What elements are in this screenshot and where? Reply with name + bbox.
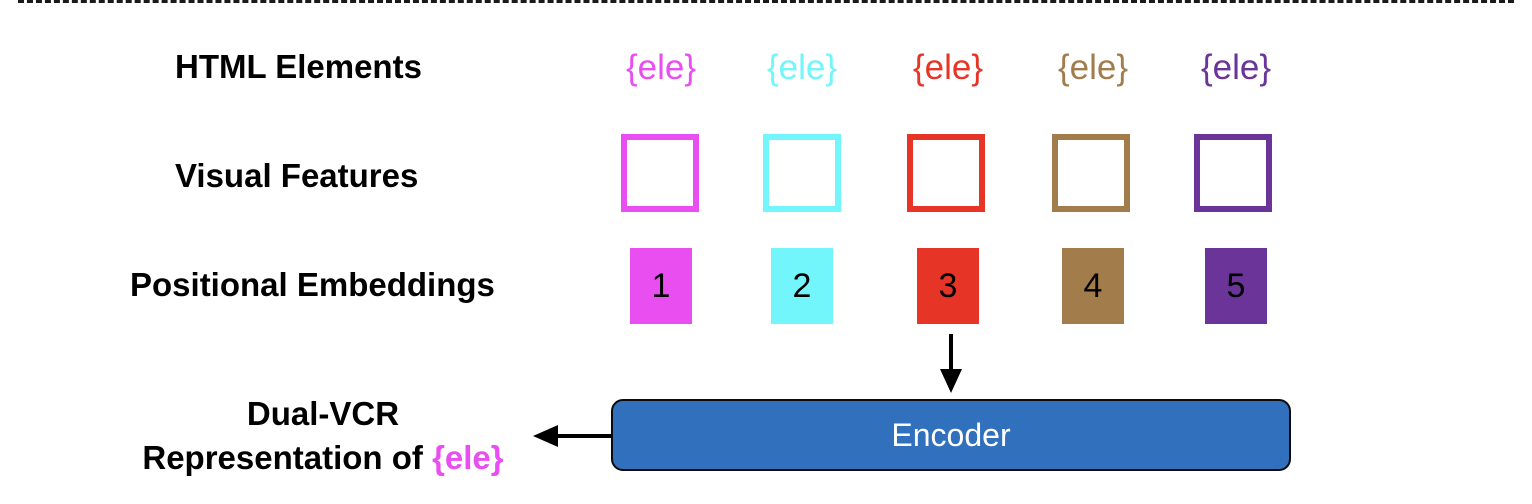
positional-embedding-3: 3	[917, 248, 979, 324]
visual-feature-box-2	[763, 134, 841, 212]
html-element-token-4: {ele}	[1057, 48, 1129, 87]
positional-embedding-1: 1	[630, 248, 692, 324]
output-representation-label: Dual-VCR Representation of {ele}	[118, 392, 528, 480]
visual-feature-box-5	[1194, 134, 1272, 212]
output-label-line1: Dual-VCR	[246, 395, 400, 432]
html-element-token-2: {ele}	[766, 48, 838, 87]
encoder-output-arrow	[533, 425, 611, 447]
embedding-to-encoder-arrow	[940, 334, 962, 393]
positional-embedding-5: 5	[1205, 248, 1267, 324]
html-element-token-3: {ele}	[912, 48, 984, 87]
html-element-token-5: {ele}	[1200, 48, 1272, 87]
visual-feature-box-3	[907, 134, 985, 212]
html-element-token-1: {ele}	[625, 48, 697, 87]
encoder-label: Encoder	[891, 416, 1011, 453]
output-label-line2: Representation of {ele}	[118, 436, 528, 480]
positional-embedding-4: 4	[1062, 248, 1124, 324]
output-label-prefix: Representation of	[142, 439, 433, 476]
encoder-block: Encoder	[611, 399, 1291, 471]
visual-feature-box-1	[621, 134, 699, 212]
output-label-token: {ele}	[432, 439, 504, 476]
positional-embedding-2: 2	[771, 248, 833, 324]
row-label-html-elements: HTML Elements	[175, 48, 422, 85]
dashed-separator	[18, 0, 1514, 3]
visual-feature-box-4	[1052, 134, 1130, 212]
row-label-positional-embeddings: Positional Embeddings	[130, 266, 495, 303]
row-label-visual-features: Visual Features	[175, 157, 419, 194]
